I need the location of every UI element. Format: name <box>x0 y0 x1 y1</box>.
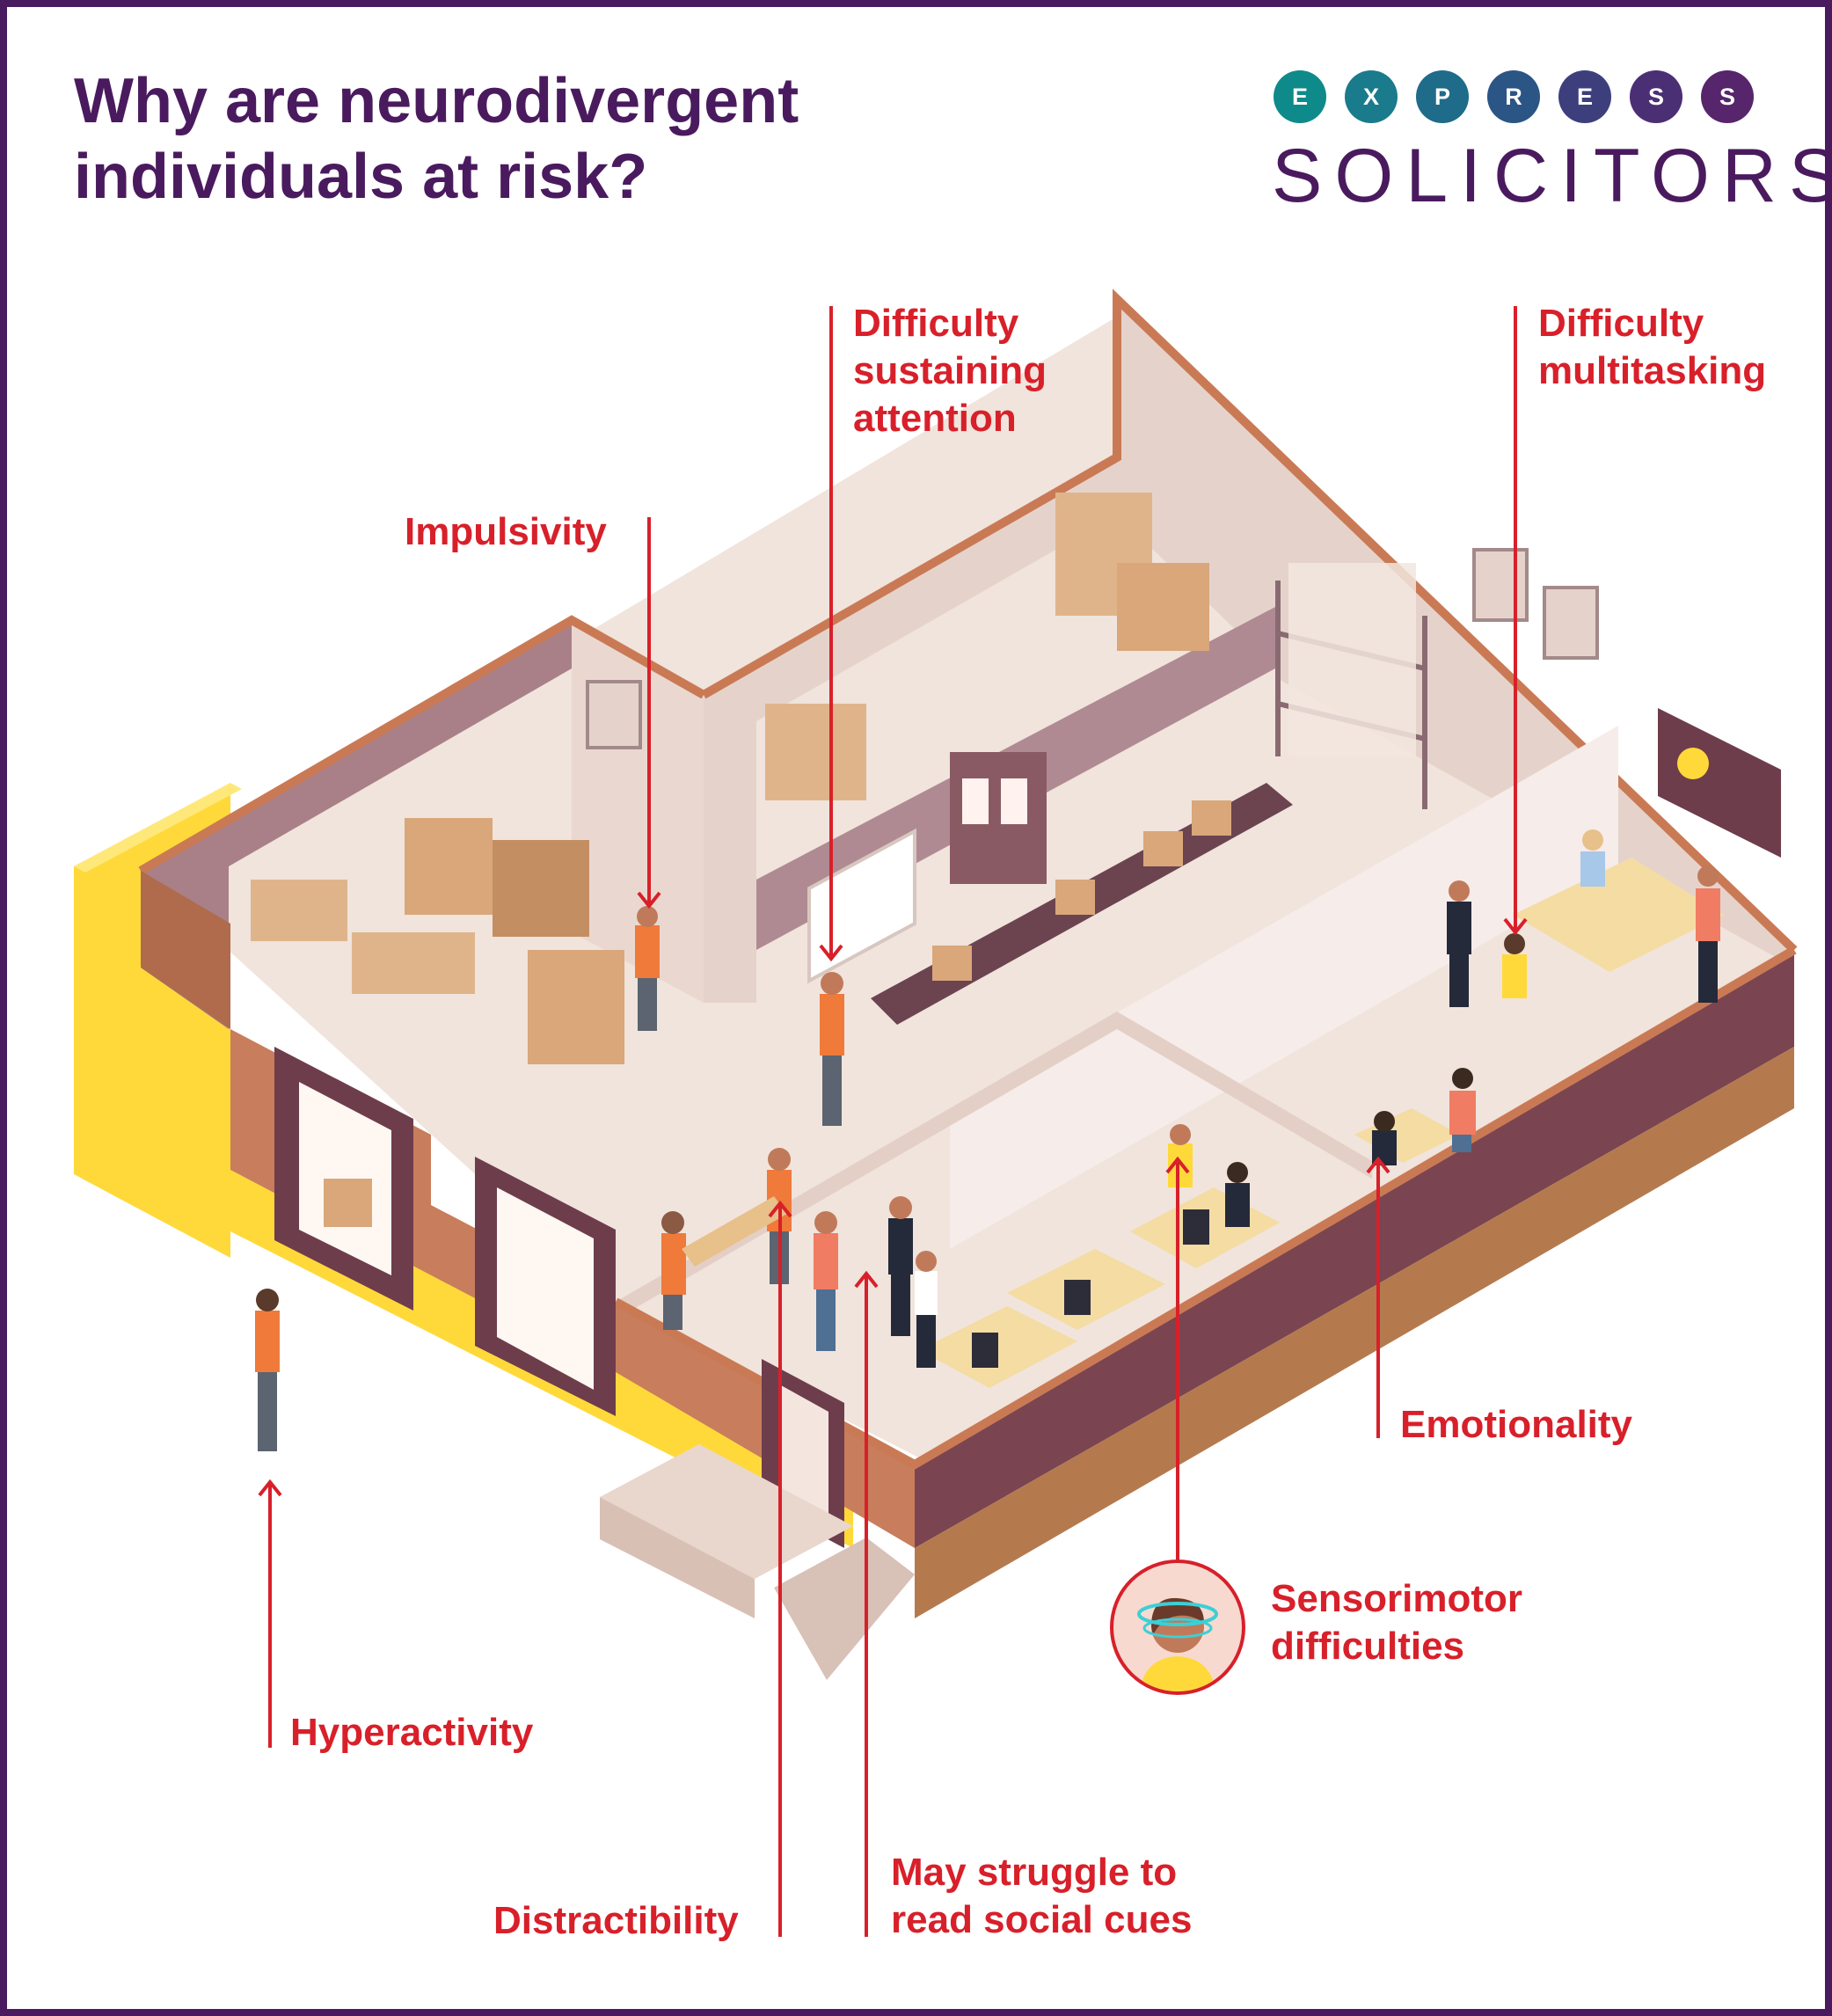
label-emotionality: Emotionality <box>1400 1403 1633 1446</box>
left-back-wall <box>141 620 572 1029</box>
stacked-boxes <box>251 493 1209 1064</box>
label-may-struggle-to-read-social-cues: May struggle to read social cues <box>891 1851 1193 1941</box>
wall-vents <box>586 548 1599 749</box>
loading-dock-2 <box>475 1157 616 1416</box>
label-distractibility: Distractibility <box>493 1899 739 1942</box>
front-right-wall <box>915 950 1794 1548</box>
logo-letter-dot: X <box>1345 70 1398 123</box>
dizzy-head-icon <box>1137 1597 1218 1691</box>
label-impulsivity: Impulsivity <box>405 510 607 553</box>
label-difficulty-multitasking: Difficulty multitasking <box>1538 302 1767 392</box>
worker-figures <box>255 829 1720 1451</box>
logo-letter-dot: E <box>1274 70 1326 123</box>
logo-letter-dot: P <box>1416 70 1469 123</box>
logo-letter-dot: E <box>1558 70 1611 123</box>
label-hyperactivity: Hyperactivity <box>290 1711 534 1754</box>
annotation-pointer-lines <box>258 306 1528 1937</box>
wall-dashboard <box>1658 708 1781 858</box>
logo-letter-dot: R <box>1487 70 1540 123</box>
label-difficulty-sustaining-attention: Difficulty sustaining attention <box>853 302 1047 440</box>
entrance-steps <box>600 1444 915 1680</box>
page-title: Why are neurodivergent individuals at ri… <box>74 66 799 212</box>
whiteboard <box>807 828 916 984</box>
loading-dock-1 <box>274 1047 413 1311</box>
logo-letter-dot: S <box>1630 70 1682 123</box>
office-partition-wall <box>950 726 1618 1249</box>
logo-wordmark: SOLICITORS <box>1272 134 1832 218</box>
label-sensorimotor-difficulties: Sensorimotor difficulties <box>1271 1577 1523 1668</box>
logo-letter-dot: S <box>1701 70 1754 123</box>
desk-monitors <box>972 1209 1209 1368</box>
sensorimotor-head-badge <box>1110 1559 1245 1695</box>
